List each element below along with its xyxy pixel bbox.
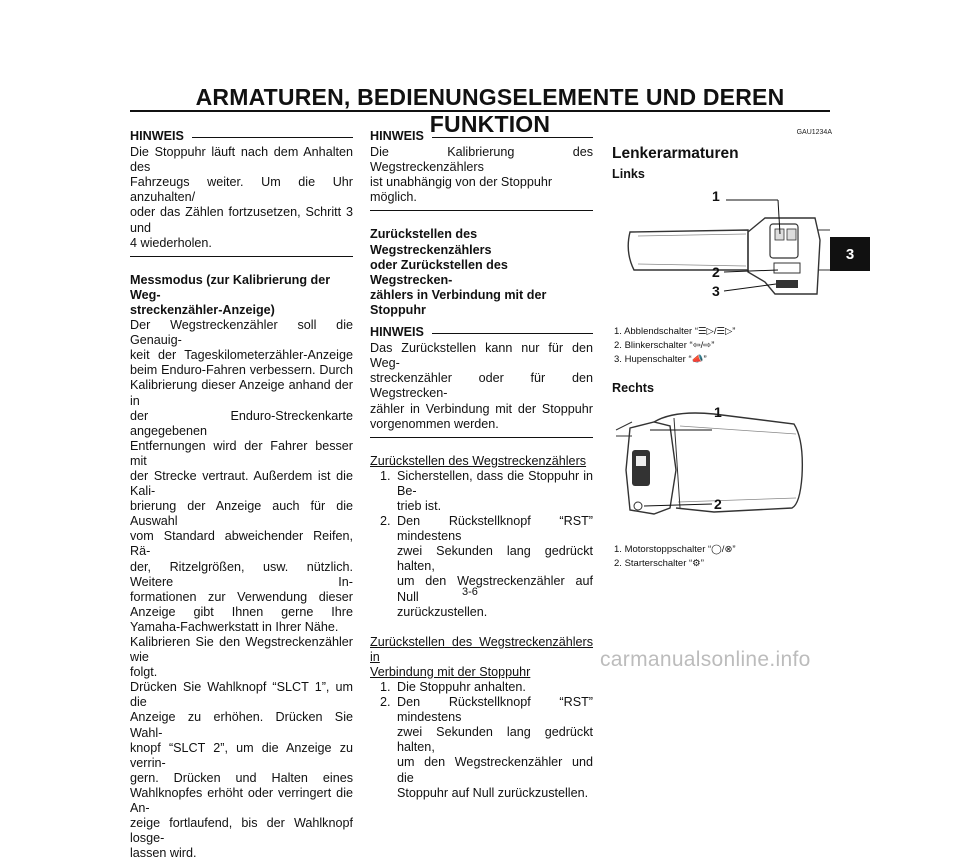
body-line: der Strecke vertraut. Außerdem ist die K… (130, 468, 353, 499)
note-line: Die Stoppuhr läuft nach dem Anhalten des (130, 145, 353, 175)
section-title: Lenkerarmaturen (612, 145, 739, 163)
left-caption: 1. Abblendschalter “☰▷/☰▷” 2. Blinkersch… (614, 325, 834, 367)
column-3: GAU1234A Lenkerarmaturen Links (612, 125, 832, 182)
document-code: GAU1234A (796, 129, 832, 136)
section-heading: Messmodus (zur Kalibrierung der Weg- (130, 272, 331, 302)
subsection-title: Zurückstellen des Wegstreckenzählers in (370, 634, 593, 664)
body-line: Der Wegstreckenzähler soll die Genauig- (130, 318, 353, 348)
body-line: Entfernungen wird der Fahrer besser mit (130, 438, 353, 468)
header-rule (130, 110, 830, 112)
body-line: Kalibrierung dieser Anzeige anhand der i… (130, 378, 353, 408)
page-number: 3-6 (462, 586, 478, 598)
section-heading: zählers in Verbindung mit der Stoppuhr (370, 287, 547, 317)
column-1: HINWEIS Die Stoppuhr läuft nach dem Anha… (130, 129, 353, 861)
note-heading: HINWEIS (130, 129, 353, 144)
subsection-title: Verbindung mit der Stoppuhr (370, 664, 531, 679)
horn-icon: 📣 (691, 354, 704, 365)
section-heading: oder Zurückstellen des Wegstrecken- (370, 257, 508, 287)
body-line: Anzeige zu erhöhen. Drücken Sie Wahl- (130, 710, 353, 740)
note-end-rule (370, 210, 593, 212)
callout-2: 2 (714, 496, 722, 512)
body-line: folgt. (130, 665, 158, 680)
body-line: der Enduro-Streckenkarte angegebenen (130, 408, 353, 438)
body-line: Anzeige gibt Ihnen gerne Ihre (130, 604, 353, 619)
body-line: Yamaha-Fachwerkstatt in Ihrer Nähe. (130, 619, 339, 634)
body-line: lassen wird. (130, 846, 197, 861)
right-handlebar-illustration (615, 412, 804, 515)
note-line: ist unabhängig von der Stoppuhr möglich. (370, 175, 553, 205)
page-header-title: ARMATUREN, BEDIENUNGSELEMENTE UND DEREN … (195, 84, 785, 137)
note-end-rule (130, 255, 353, 257)
section-heading: Zurückstellen des Wegstreckenzählers (370, 227, 492, 257)
callout-2: 2 (712, 264, 720, 280)
callout-1: 1 (712, 188, 720, 204)
note-line: oder das Zählen fortzusetzen, Schritt 3 … (130, 205, 353, 235)
watermark: carmanualsonline.info (600, 648, 811, 671)
body-line: Kalibrieren Sie den Wegstreckenzähler wi… (130, 635, 353, 665)
note-line: streckenzähler oder für den Wegstrecken- (370, 371, 593, 401)
body-line: gern. Drücken und Halten eines (130, 770, 353, 785)
body-line: brierung der Anzeige auch für die Auswah… (130, 499, 353, 529)
body-line: Drücken Sie Wahlknopf “SLCT 1”, um die (130, 680, 353, 710)
right-caption: 1. Motorstoppschalter “◯/⊗” 2. Startersc… (614, 543, 834, 571)
body-line: vom Standard abweichender Reifen, Rä- (130, 529, 353, 559)
caption-item: 1. Motorstoppschalter “◯/⊗” (614, 544, 736, 555)
note-line: vorgenommen werden. (370, 416, 499, 431)
note-line: zähler in Verbindung mit der Stoppuhr (370, 401, 593, 416)
list-item: 1.Sicherstellen, dass die Stoppuhr in Be… (380, 468, 593, 513)
left-label: Links (612, 167, 645, 182)
note-line: 4 wiederholen. (130, 235, 212, 250)
body-line: zeige fortlaufend, bis der Wahlknopf los… (130, 816, 353, 846)
list-item: 1.Die Stoppuhr anhalten. (380, 680, 526, 694)
body-line: beim Enduro-Fahren verbessern. Durch (130, 363, 353, 378)
note-heading: HINWEIS (370, 129, 593, 144)
starter-icon: ⚙ (692, 558, 701, 569)
body-line: knopf “SLCT 2”, um die Anzeige zu verrin… (130, 740, 353, 770)
headlight-beam-icon: ☰▷/☰▷ (698, 326, 733, 337)
body-line: formationen zur Verwendung dieser (130, 589, 353, 604)
note-end-rule (370, 436, 593, 438)
caption-item: 2. Blinkerschalter “⇦/⇨” (614, 340, 715, 351)
note-heading: HINWEIS (370, 325, 593, 340)
engine-stop-icon: ◯/⊗ (711, 544, 733, 555)
body-line: keit der Tageskilometerzähler-Anzeige (130, 348, 353, 363)
body-line: der, Ritzelgrößen, usw. nützlich. Weiter… (130, 559, 353, 589)
note-line: Die Kalibrierung des Wegstreckenzählers (370, 145, 593, 175)
left-handlebar-illustration (627, 199, 830, 295)
caption-item: 3. Hupenschalter “📣” (614, 354, 707, 365)
body-line: Wahlknopfes erhöht oder verringert die A… (130, 785, 353, 816)
note-line: Fahrzeugs weiter. Um die Uhr anzuhalten/ (130, 175, 353, 205)
column-2: HINWEIS Die Kalibrierung des Wegstrecken… (370, 129, 593, 801)
right-label: Rechts (612, 381, 654, 395)
callout-3: 3 (712, 283, 720, 299)
caption-item: 2. Starterschalter “⚙” (614, 558, 704, 569)
note-line: Das Zurückstellen kann nur für den Weg- (370, 341, 593, 371)
turn-signal-icon: ⇦/⇨ (692, 340, 712, 351)
section-heading: streckenzähler-Anzeige) (130, 302, 275, 317)
callout-1: 1 (714, 404, 722, 420)
subsection-title: Zurückstellen des Wegstreckenzählers (370, 453, 587, 468)
caption-item: 1. Abblendschalter “☰▷/☰▷” (614, 326, 736, 337)
chapter-tab: 3 (830, 237, 870, 271)
